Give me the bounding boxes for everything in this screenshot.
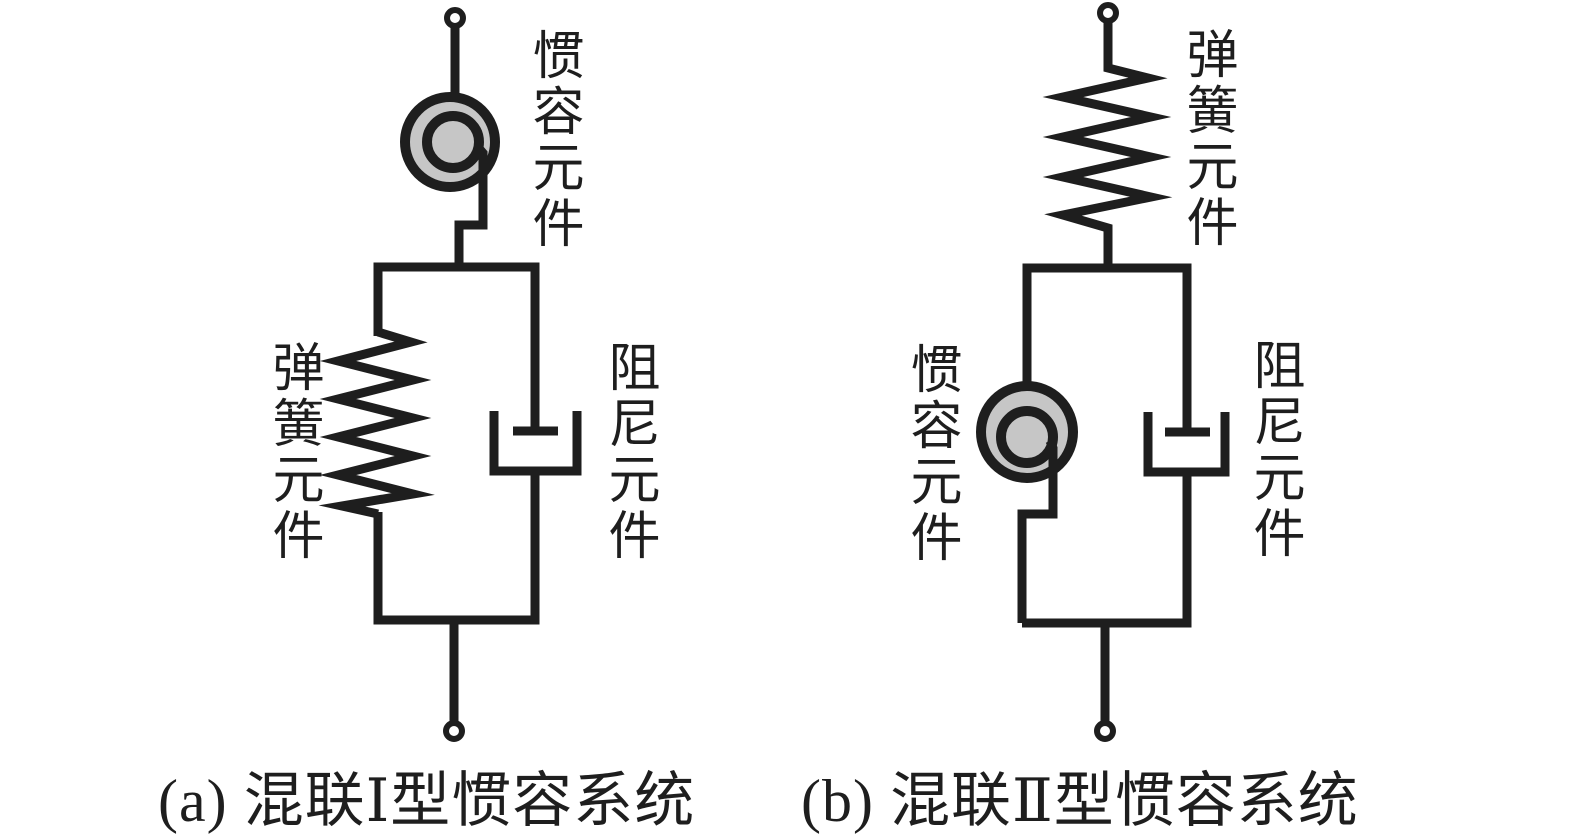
inerter-tail-a	[454, 143, 488, 267]
diagram-b	[976, 2, 1230, 742]
caption-b: (b) 混联Ⅱ型惯容系统	[801, 768, 1359, 834]
frame-bottom-b	[1022, 472, 1192, 628]
inerter-inner-circle-b	[996, 406, 1058, 468]
terminal-top-a	[444, 7, 466, 29]
label-spring-b: 弹簧元件	[1178, 27, 1235, 251]
label-spring-a: 弹簧元件	[264, 340, 321, 564]
frame-top-b	[1022, 263, 1192, 440]
spring-b	[1042, 20, 1173, 268]
terminal-bottom-b	[1094, 720, 1116, 742]
label-inerter-a: 惯容元件	[524, 28, 581, 252]
caption-a: (a) 混联Ⅰ型惯容系统	[158, 768, 696, 834]
inerter-tail-b	[1017, 439, 1058, 623]
diagram-a	[318, 7, 582, 742]
label-damper-b: 阻尼元件	[1245, 338, 1302, 562]
terminal-bottom-a	[443, 720, 465, 742]
terminal-top-b	[1097, 2, 1119, 24]
label-damper-a: 阻尼元件	[600, 340, 657, 564]
inerter-inner-circle-a	[422, 111, 484, 173]
label-inerter-b: 惯容元件	[902, 342, 959, 566]
frame-top-a	[373, 262, 540, 431]
spring-a	[318, 327, 435, 519]
